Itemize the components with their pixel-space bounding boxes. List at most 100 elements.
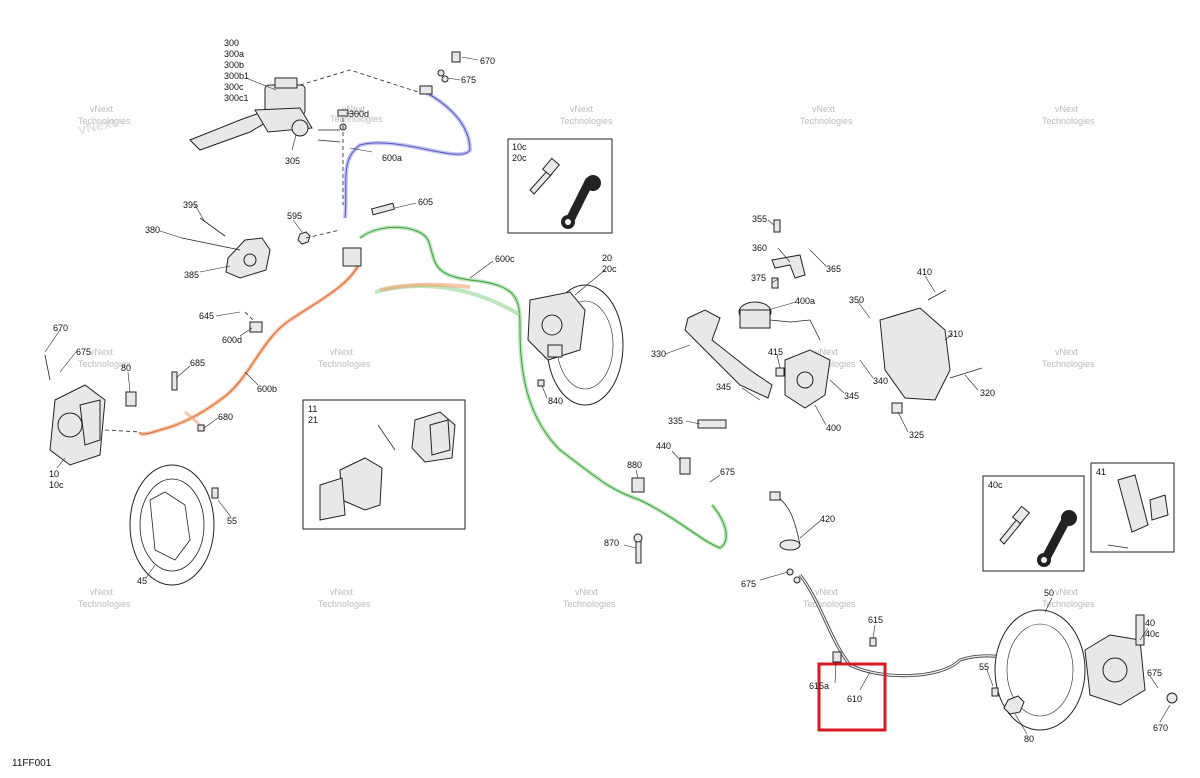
switch-440[interactable] [679, 457, 691, 475]
callout-685: 685 [190, 358, 205, 368]
callout-600b: 600b [257, 384, 277, 394]
inset-box-pads-11: 11 21 [302, 399, 466, 530]
brake-pad-icon [1107, 474, 1169, 549]
brake-pedal-330[interactable] [684, 309, 773, 429]
svg-text:Technologies: Technologies [78, 599, 131, 609]
screw-685[interactable] [171, 371, 178, 391]
callout-440: 440 [656, 441, 671, 451]
callout-415: 415 [768, 347, 783, 357]
callout-670-left: 670 [53, 323, 68, 333]
callout-360: 360 [752, 243, 767, 253]
svg-text:Technologies: Technologies [78, 116, 131, 126]
callout-615a: 615a [809, 681, 829, 691]
proportioning-valve[interactable] [305, 229, 362, 267]
clip-615a[interactable] [832, 651, 842, 663]
brake-line-600a[interactable] [343, 90, 473, 219]
bracket-360[interactable] [771, 254, 806, 279]
bracket-310[interactable] [879, 289, 983, 401]
clip-615[interactable] [869, 637, 877, 647]
bolt-870[interactable] [633, 533, 643, 564]
switch-595[interactable] [297, 231, 311, 245]
svg-text:300b1: 300b1 [224, 71, 249, 81]
svg-text:11: 11 [308, 404, 317, 414]
svg-text:21: 21 [308, 415, 318, 425]
bracket-385[interactable] [181, 217, 271, 279]
callout-40: 40 [1145, 618, 1155, 628]
callout-300d: 300d [349, 109, 369, 119]
screw-355[interactable] [773, 219, 781, 233]
bleeder-840[interactable] [537, 379, 545, 387]
callout-675-low: 675 [741, 579, 756, 589]
clip-680[interactable] [197, 424, 205, 432]
svg-text:Technologies: Technologies [1042, 599, 1095, 609]
callout-675-right: 675 [1147, 668, 1162, 678]
callout-600c: 600c [495, 254, 515, 264]
callout-55-right: 55 [979, 662, 989, 672]
washer-675-low[interactable] [786, 568, 801, 584]
svg-text:Technologies: Technologies [78, 359, 131, 369]
drawing-id: 11FF001 [12, 758, 52, 769]
svg-text:300c: 300c [224, 82, 244, 92]
washer-675-top[interactable] [437, 69, 461, 83]
callout-335: 335 [668, 416, 683, 426]
screw-55-right[interactable] [991, 687, 999, 697]
svg-text:Technologies: Technologies [1042, 116, 1095, 126]
rear-caliper-40[interactable] [1084, 614, 1146, 706]
svg-text:vNext: vNext [330, 347, 354, 357]
sensor-880[interactable] [631, 477, 645, 493]
nut-415[interactable] [775, 367, 785, 377]
callout-395: 395 [183, 200, 198, 210]
callout-365: 365 [826, 264, 841, 274]
callout-10: 10 [49, 469, 59, 479]
bolt-605[interactable] [370, 202, 396, 216]
svg-text:vNext: vNext [812, 104, 836, 114]
bracket-600d[interactable] [244, 311, 263, 333]
bolt-80-left[interactable] [125, 391, 137, 407]
svg-text:vNext: vNext [90, 104, 114, 114]
callout-400a: 400a [795, 296, 815, 306]
svg-text:vNext: vNext [342, 104, 366, 114]
svg-text:300c1: 300c1 [224, 93, 249, 103]
bleeder-screw-icon [999, 505, 1031, 545]
svg-text:Technologies: Technologies [330, 114, 383, 124]
brake-disc-45[interactable] [129, 464, 215, 586]
bleeder-670-right[interactable] [1166, 692, 1178, 704]
svg-text:300: 300 [224, 38, 239, 48]
callout-355: 355 [752, 214, 767, 224]
svg-text:Technologies: Technologies [560, 116, 613, 126]
front-right-caliper[interactable] [527, 284, 624, 406]
front-master-cylinder[interactable] [189, 77, 349, 151]
leader-lines [44, 77, 1171, 735]
bleeder-screw-icon [529, 157, 561, 195]
hose-420[interactable] [769, 491, 801, 551]
svg-text:40c: 40c [988, 480, 1003, 490]
screw-670-top[interactable] [451, 51, 479, 63]
bolt-80-right[interactable] [1003, 695, 1025, 715]
rear-master-cylinder-400[interactable] [784, 349, 831, 409]
svg-text:300b: 300b [224, 60, 244, 70]
callout-870: 870 [604, 538, 619, 548]
callout-345-b: 345 [844, 391, 859, 401]
svg-text:10c: 10c [512, 142, 527, 152]
svg-text:Technologies: Technologies [800, 116, 853, 126]
bolt-325[interactable] [891, 402, 903, 414]
bolt-55-left[interactable] [211, 487, 219, 499]
front-left-caliper[interactable] [44, 354, 141, 466]
callout-40c: 40c [1145, 629, 1160, 639]
callout-385: 385 [184, 270, 199, 280]
callout-675-mid: 675 [720, 467, 735, 477]
svg-text:vNext: vNext [570, 104, 594, 114]
callout-350: 350 [849, 295, 864, 305]
reservoir-400a[interactable] [738, 301, 821, 341]
callout-80-right: 80 [1024, 734, 1034, 744]
banjo-bolt[interactable] [419, 85, 433, 95]
